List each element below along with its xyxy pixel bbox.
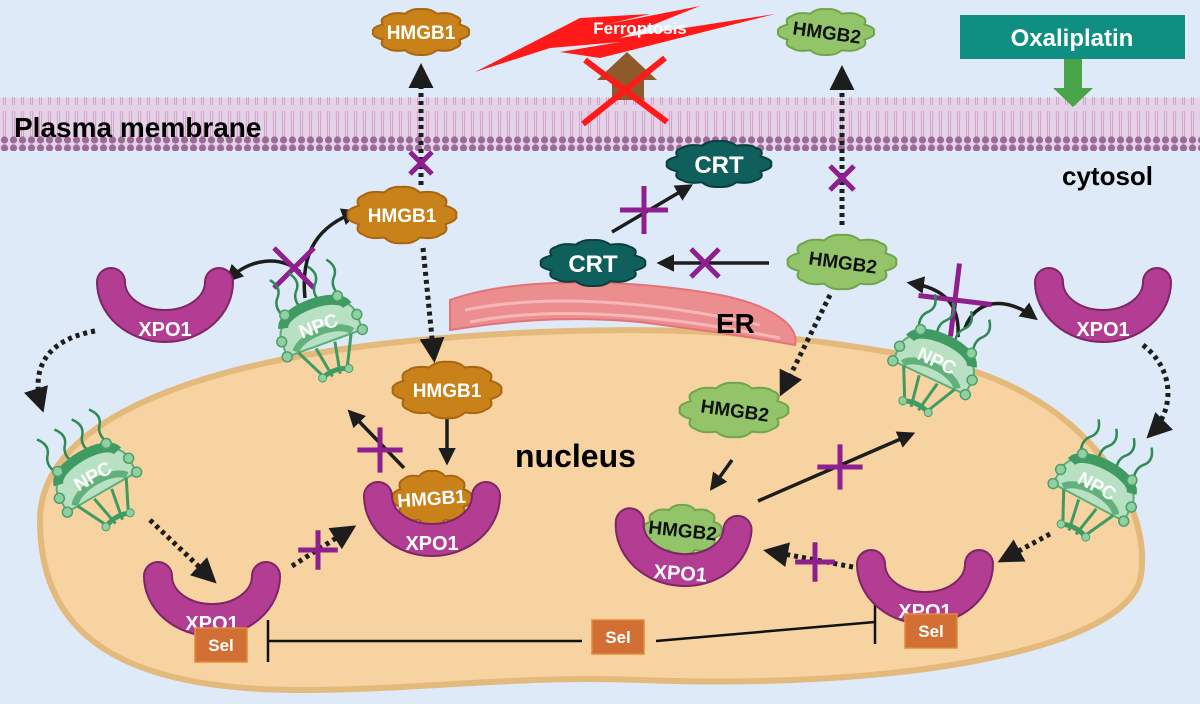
selinexor-sel: Sel bbox=[591, 619, 645, 655]
hmgb1-protein: HMGB1 bbox=[371, 7, 471, 57]
inhibition-cross-icon bbox=[689, 247, 721, 279]
hmgb1-label: HMGB1 bbox=[387, 23, 456, 44]
arrow-xpo1-to-npc-left bbox=[347, 409, 406, 470]
hmgb1-label: HMGB1 bbox=[368, 206, 437, 227]
hmgb1-protein: HMGB1 bbox=[391, 360, 503, 420]
npc-nuclear-pore-complex: NPC bbox=[1047, 419, 1154, 542]
hmgb2-protein: HMGB2 bbox=[641, 503, 723, 557]
nucleus-label: nucleus bbox=[515, 438, 636, 474]
sel-inhibition-lines bbox=[266, 602, 877, 662]
arrow-hmgb1-to-nucleus bbox=[419, 247, 445, 363]
crt-protein: CRT bbox=[665, 139, 773, 189]
crt-label: CRT bbox=[694, 152, 744, 179]
arrow-npc-to-xpo1-bottom-right bbox=[997, 531, 1052, 563]
oxaliplatin-arrow bbox=[1053, 59, 1093, 107]
inhibition-cross-icon bbox=[619, 185, 669, 235]
inhibition-cross-icon bbox=[272, 246, 316, 290]
arrow-npc-to-xpo1-right bbox=[963, 301, 1038, 329]
xpo1-label: XPO1 bbox=[138, 319, 191, 341]
xpo1-protein: XPO1 bbox=[95, 267, 235, 343]
arrow-hmgb2-to-nucleus bbox=[779, 293, 833, 397]
xpo1-label: XPO1 bbox=[1076, 319, 1129, 341]
selinexor-sel: Sel bbox=[194, 627, 248, 663]
arrow-xpo1-to-npc-lower-right bbox=[1141, 343, 1173, 439]
arrow-npc-to-hmgb1 bbox=[302, 208, 360, 299]
sel-label: Sel bbox=[605, 628, 631, 647]
npc-nuclear-pore-complex: NPC bbox=[36, 408, 143, 532]
inhibition-cross-icon bbox=[918, 263, 992, 337]
xpo1-protein: XPO1 bbox=[1033, 267, 1173, 343]
er-label: ER bbox=[716, 308, 755, 339]
selinexor-sel: Sel bbox=[904, 613, 958, 649]
cytosol-label: cytosol bbox=[1062, 161, 1153, 191]
crt-protein: CRT bbox=[539, 238, 647, 288]
hmgb1-label: HMGB1 bbox=[413, 381, 482, 402]
arrow-hmgb2-to-xpo1 bbox=[709, 458, 734, 491]
inhibition-cross-icon bbox=[357, 427, 403, 473]
ferroptosis-blocked-icon bbox=[581, 55, 669, 127]
ferroptosis-bolt: Ferroptosis bbox=[475, 6, 775, 72]
inhibition-cross-icon bbox=[408, 150, 434, 176]
xpo1-protein: XPO1 bbox=[362, 481, 502, 557]
oxaliplatin-label: Oxaliplatin bbox=[1011, 25, 1134, 52]
crt-label: CRT bbox=[568, 251, 618, 278]
arrow-xpo1-to-complex-left bbox=[290, 525, 357, 569]
xpo1-label: XPO1 bbox=[653, 561, 708, 587]
ferroptosis-up-arrow bbox=[597, 52, 657, 100]
plasma-membrane-label: Plasma membrane bbox=[14, 112, 261, 143]
arrow-xpo1-to-complex-right bbox=[763, 542, 854, 570]
inhibition-cross-icon bbox=[828, 164, 856, 192]
hmgb2-protein: HMGB2 bbox=[678, 381, 790, 439]
inhibition-cross-icon bbox=[795, 542, 835, 582]
inhibition-cross-icon bbox=[817, 444, 863, 490]
xpo1-protein: XPO1 bbox=[614, 507, 753, 588]
xpo1-label: XPO1 bbox=[405, 533, 458, 555]
inhibition-cross-icon bbox=[298, 530, 338, 570]
npc-nuclear-pore-complex: NPC bbox=[269, 258, 369, 383]
npc-nuclear-pore-complex: NPC bbox=[887, 294, 992, 418]
hmgb1-label: HMGB1 bbox=[397, 487, 467, 513]
arrow-npc-to-xpo1-bottom-left bbox=[148, 518, 217, 584]
sel-label: Sel bbox=[208, 636, 234, 655]
hmgb1-protein: HMGB1 bbox=[346, 185, 458, 245]
inhibition-crosses bbox=[272, 150, 992, 582]
sel-label: Sel bbox=[918, 622, 944, 641]
ferroptosis-label: Ferroptosis bbox=[593, 19, 687, 38]
hmgb2-protein: HMGB2 bbox=[786, 233, 898, 291]
arrow-xpo1-to-npc-lower-left bbox=[24, 328, 96, 413]
nucleus bbox=[36, 327, 1146, 694]
arrows bbox=[24, 63, 1173, 584]
oxaliplatin-box: Oxaliplatin bbox=[960, 15, 1185, 59]
hmgb2-protein: HMGB2 bbox=[776, 7, 876, 57]
